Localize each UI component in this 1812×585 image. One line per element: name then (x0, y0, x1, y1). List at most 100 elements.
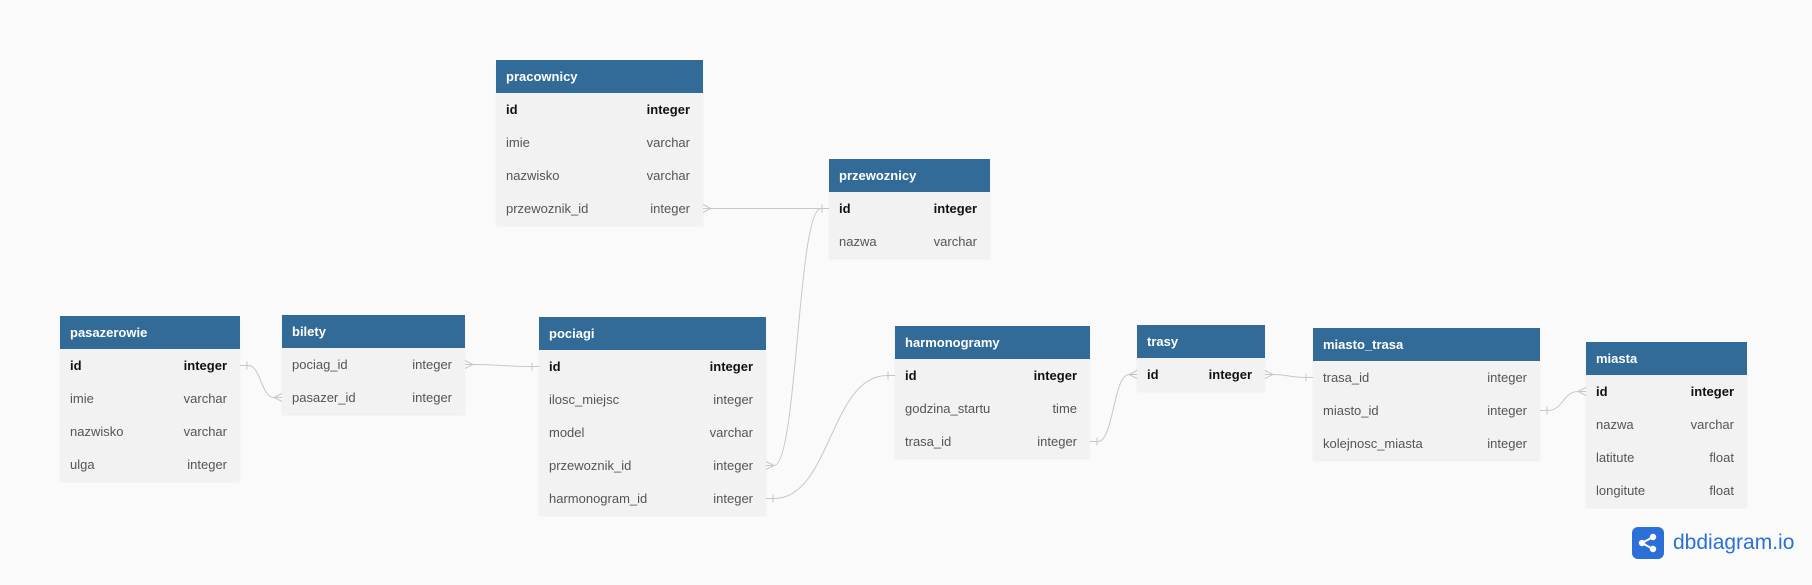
field-row[interactable]: model varchar (539, 416, 766, 449)
field-type: integer (713, 458, 753, 473)
relation-line (465, 364, 539, 367)
table-header[interactable]: pasazerowie (60, 316, 240, 349)
field-name: model (549, 425, 585, 440)
crowfoot-marker (765, 461, 776, 470)
crowfoot-marker (1127, 370, 1138, 379)
field-type: varchar (646, 168, 690, 183)
field-name: id (905, 368, 917, 383)
field-name: ulga (70, 457, 95, 472)
crowfoot-marker (272, 393, 283, 402)
field-name: nazwa (1596, 417, 1634, 432)
field-type: float (1709, 450, 1734, 465)
field-name: id (506, 102, 518, 117)
field-name: kolejnosc_miasta (1323, 436, 1423, 451)
field-name: id (839, 201, 851, 216)
field-type: varchar (183, 391, 227, 406)
field-name: pociag_id (292, 357, 348, 372)
field-type: integer (1690, 384, 1734, 399)
field-type: time (1052, 401, 1077, 416)
field-row[interactable]: kolejnosc_miasta integer (1313, 427, 1540, 460)
field-row[interactable]: przewoznik_id integer (539, 449, 766, 482)
table-header[interactable]: harmonogramy (895, 326, 1090, 359)
field-type: integer (933, 201, 977, 216)
table-header[interactable]: bilety (282, 315, 465, 348)
field-type: integer (1487, 370, 1527, 385)
field-row[interactable]: trasa_id integer (1313, 361, 1540, 394)
field-type: integer (1487, 436, 1527, 451)
field-name: harmonogram_id (549, 491, 648, 506)
crowfoot-marker (702, 204, 713, 213)
field-type: integer (713, 491, 753, 506)
field-name: longitute (1596, 483, 1646, 498)
field-type: integer (709, 359, 753, 374)
brand-text: dbdiagram.io (1673, 531, 1795, 554)
field-name: id (1596, 384, 1608, 399)
field-type: integer (646, 102, 690, 117)
relation-line (1090, 374, 1137, 442)
field-type: integer (1487, 403, 1527, 418)
field-name: id (1147, 367, 1159, 382)
table-pracownicy[interactable]: pracownicy id integer imie varchar nazwisk… (496, 60, 703, 225)
field-row[interactable]: imie varchar (60, 382, 240, 415)
share-nodes-icon (1632, 527, 1664, 559)
field-name: przewoznik_id (549, 458, 632, 473)
field-type: integer (650, 201, 690, 216)
field-name: trasa_id (1323, 370, 1370, 385)
field-name: nazwisko (506, 168, 560, 183)
field-row[interactable]: id integer (1586, 375, 1747, 408)
table-header[interactable]: przewoznicy (829, 159, 990, 192)
field-name: pasazer_id (292, 390, 356, 405)
relation-line (766, 208, 829, 466)
field-row[interactable]: id integer (829, 192, 990, 225)
field-type: varchar (933, 234, 977, 249)
field-name: imie (70, 391, 94, 406)
field-name: latitute (1596, 450, 1635, 465)
field-row[interactable]: nazwisko varchar (496, 159, 703, 192)
table-header[interactable]: trasy (1137, 325, 1265, 358)
table-header[interactable]: pracownicy (496, 60, 703, 93)
field-type: integer (187, 457, 227, 472)
table-header[interactable]: miasta (1586, 342, 1747, 375)
field-type: integer (1037, 434, 1077, 449)
table-header[interactable]: pociagi (539, 317, 766, 350)
dbdiagram-brand[interactable]: dbdiagram.io (1632, 526, 1794, 560)
field-row[interactable]: latitute float (1586, 441, 1747, 474)
field-row[interactable]: harmonogram_id integer (539, 482, 766, 515)
crowfoot-marker (1264, 370, 1275, 379)
field-row[interactable]: imie varchar (496, 126, 703, 159)
table-header[interactable]: miasto_trasa (1313, 328, 1540, 361)
field-type: varchar (709, 425, 753, 440)
field-name: nazwisko (70, 424, 124, 439)
field-name: id (70, 358, 82, 373)
field-type: varchar (646, 135, 690, 150)
field-row[interactable]: id integer (496, 93, 703, 126)
field-name: imie (506, 135, 530, 150)
field-row[interactable]: ulga integer (60, 448, 240, 481)
crowfoot-marker (1576, 387, 1587, 396)
